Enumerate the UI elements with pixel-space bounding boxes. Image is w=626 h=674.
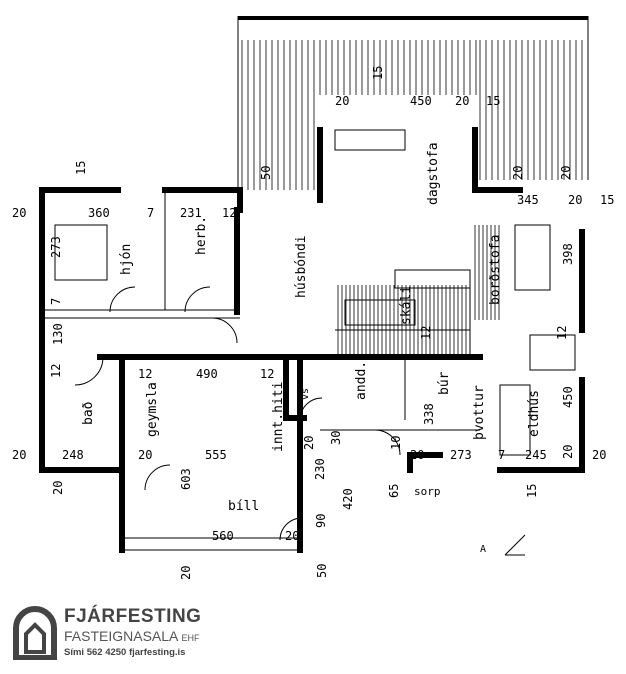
svg-text:65: 65 — [387, 484, 401, 498]
room-label-bill: bíll — [228, 499, 259, 514]
svg-text:20: 20 — [559, 166, 573, 180]
room-label-bad: bað — [81, 402, 96, 425]
svg-text:15: 15 — [525, 484, 539, 498]
svg-text:450: 450 — [410, 94, 432, 108]
room-label-thvottur: þvottur — [472, 385, 487, 440]
hall-floor-hatching — [337, 225, 500, 355]
svg-text:560: 560 — [212, 529, 234, 543]
svg-text:273: 273 — [450, 448, 472, 462]
room-label-bur: búr — [437, 371, 452, 395]
room-label-innt-hiti: innt.hiti — [271, 382, 286, 452]
north-marker-label: A — [480, 544, 486, 555]
north-arrow-icon — [504, 534, 526, 556]
svg-text:420: 420 — [341, 488, 355, 510]
svg-text:90: 90 — [314, 514, 328, 528]
svg-text:603: 603 — [179, 468, 193, 490]
svg-text:15: 15 — [74, 161, 88, 175]
terrace-deck — [241, 40, 583, 190]
svg-text:15: 15 — [486, 94, 500, 108]
svg-text:230: 230 — [313, 458, 327, 480]
svg-text:20: 20 — [285, 529, 299, 543]
svg-text:15: 15 — [371, 66, 385, 80]
svg-text:12: 12 — [555, 326, 569, 340]
svg-text:245: 245 — [525, 448, 547, 462]
svg-text:20: 20 — [410, 448, 424, 462]
svg-text:50: 50 — [315, 564, 329, 578]
svg-text:20: 20 — [511, 166, 525, 180]
svg-text:20: 20 — [455, 94, 469, 108]
svg-text:12: 12 — [419, 326, 433, 340]
svg-text:10: 10 — [389, 436, 403, 450]
svg-text:490: 490 — [196, 367, 218, 381]
svg-text:7: 7 — [147, 206, 154, 220]
dimension-labels: 15 20 450 20 15 50 15 20 360 7 231 12 27… — [12, 66, 614, 580]
svg-text:20: 20 — [12, 206, 26, 220]
svg-text:555: 555 — [205, 448, 227, 462]
svg-text:20: 20 — [568, 193, 582, 207]
svg-text:231: 231 — [180, 206, 202, 220]
room-label-hjon: hjón — [119, 244, 134, 275]
svg-text:12: 12 — [222, 206, 236, 220]
agency-logo: FJÁRFESTING FASTEIGNASALA EHF Sími 562 4… — [12, 604, 212, 664]
room-label-vs: vs — [300, 388, 311, 400]
svg-text:12: 12 — [260, 367, 274, 381]
svg-text:50: 50 — [259, 166, 273, 180]
svg-text:338: 338 — [422, 403, 436, 425]
svg-text:20: 20 — [561, 445, 575, 459]
svg-text:398: 398 — [561, 243, 575, 265]
room-label-husbondi: húsbóndi — [294, 235, 309, 298]
svg-text:273: 273 — [49, 236, 63, 258]
svg-text:130: 130 — [51, 323, 65, 345]
svg-text:30: 30 — [329, 431, 343, 445]
logo-subtitle-text: FASTEIGNASALA — [64, 628, 178, 644]
house-logo-icon — [13, 606, 57, 660]
svg-text:20: 20 — [302, 436, 316, 450]
logo-name: FJÁRFESTING — [64, 606, 202, 627]
svg-text:15: 15 — [600, 193, 614, 207]
logo-subtitle: FASTEIGNASALA EHF — [64, 628, 200, 644]
svg-text:12: 12 — [138, 367, 152, 381]
room-label-sorp: sorp — [414, 485, 441, 498]
svg-text:20: 20 — [138, 448, 152, 462]
svg-text:7: 7 — [49, 298, 63, 305]
furniture — [54, 129, 576, 541]
room-label-skali: skáli — [399, 286, 414, 325]
svg-text:248: 248 — [62, 448, 84, 462]
terrace-edge — [238, 16, 588, 20]
room-label-dagstofa: dagstofa — [426, 142, 441, 205]
room-label-herb: herb. — [194, 216, 209, 255]
room-label-geymsla: geymsla — [145, 382, 160, 437]
room-label-eldhus: eldhús — [527, 390, 542, 437]
svg-text:20: 20 — [12, 448, 26, 462]
svg-text:20: 20 — [592, 448, 606, 462]
svg-text:360: 360 — [88, 206, 110, 220]
svg-text:345: 345 — [517, 193, 539, 207]
svg-text:20: 20 — [179, 566, 193, 580]
room-label-bordstofa: borðstofa — [488, 235, 503, 305]
walls — [39, 127, 585, 553]
svg-text:20: 20 — [335, 94, 349, 108]
svg-text:450: 450 — [561, 386, 575, 408]
svg-text:12: 12 — [49, 364, 63, 378]
logo-contact: Sími 562 4250 fjarfesting.is — [64, 647, 186, 658]
logo-suffix: EHF — [181, 633, 200, 643]
svg-text:7: 7 — [498, 448, 505, 462]
svg-text:20: 20 — [51, 481, 65, 495]
room-label-anddyri: andd. — [354, 361, 369, 400]
